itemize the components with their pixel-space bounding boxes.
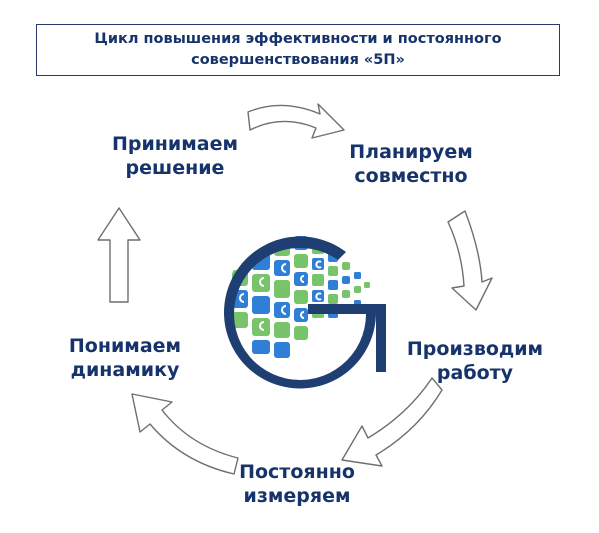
step-measure-line-1: Постоянно [239,461,355,483]
step-plan-label: Планируем совместно [336,140,486,188]
title-line-1: Цикл повышения эффективности и постоянно… [94,31,502,47]
step-decide-line-1: Принимаем [111,133,239,155]
company-logo-icon [224,236,386,389]
cycle-arrow-lower-left-icon [131,393,239,475]
diagram-title: Цикл повышения эффективности и постоянно… [36,24,560,76]
step-dynamics-line-2: динамику [70,359,180,381]
title-line-2: совершенствования «5П» [191,52,405,68]
step-dynamics-label: Понимаем динамику [50,334,200,382]
step-produce-line-2: работу [436,362,514,384]
step-produce-label: Производим работу [400,337,550,385]
cycle-arrow-lower-right-icon [341,377,443,467]
step-measure-label: Постоянно измеряем [222,460,372,508]
step-dynamics-line-1: Понимаем [68,335,182,357]
step-plan-line-2: совместно [354,165,468,187]
cycle-arrow-right-icon [447,210,493,311]
cycle-arrow-top-icon [247,103,345,139]
step-decide-line-2: решение [125,157,225,179]
cycle-arrow-left-icon [97,207,141,303]
step-plan-line-1: Планируем [349,141,473,163]
step-decide-label: Принимаем решение [100,132,250,180]
step-measure-line-2: измеряем [243,485,351,507]
step-produce-line-1: Производим [406,338,544,360]
